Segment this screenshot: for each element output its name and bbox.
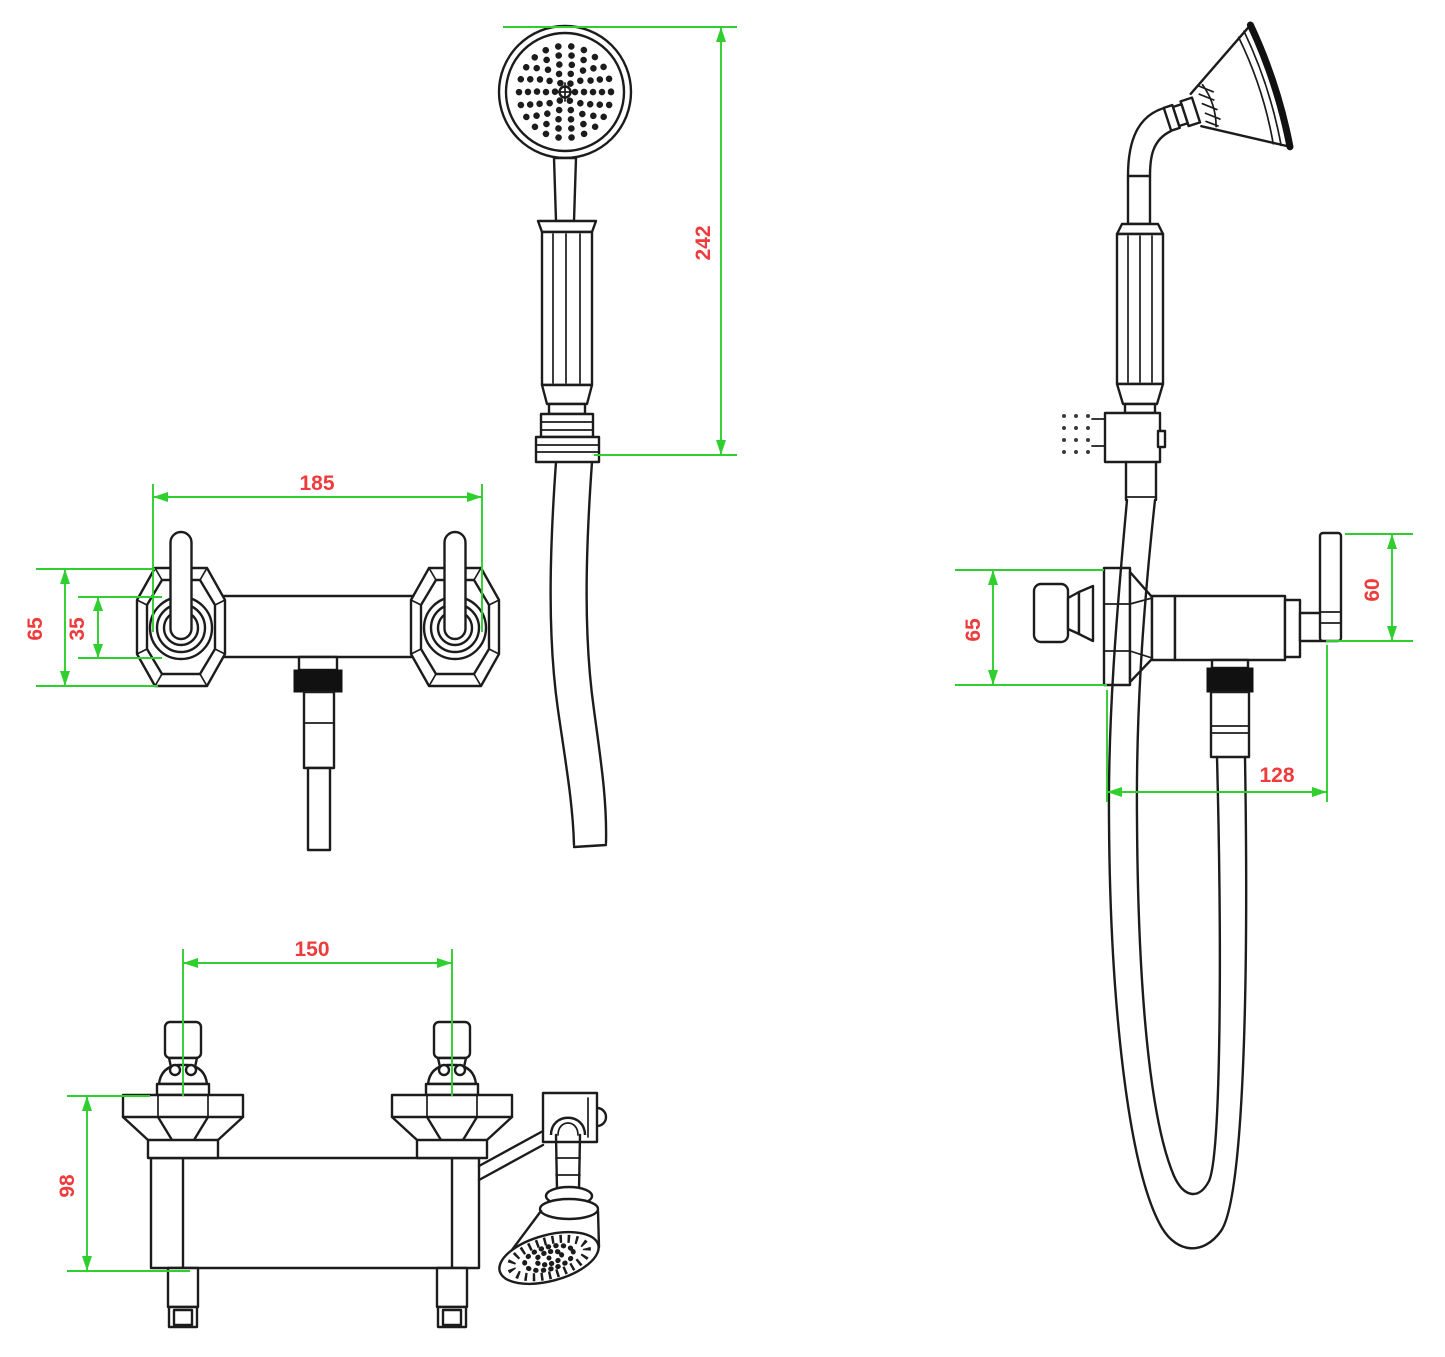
dim-label-60: 60 xyxy=(1361,578,1384,601)
dimension-242: 242 xyxy=(503,26,737,456)
side-view-faucet xyxy=(1032,531,1343,759)
dim-label-65-front: 65 xyxy=(24,617,47,641)
dimension-35-front: 35 xyxy=(66,596,162,659)
dim-label-242: 242 xyxy=(692,225,715,260)
side-view-assembly xyxy=(1032,21,1343,1250)
spray-face-top xyxy=(498,1230,600,1286)
spray-face-dots xyxy=(515,42,615,142)
dim-label-185: 185 xyxy=(299,472,334,495)
dimension-150-top: 150 xyxy=(182,938,453,1096)
inlet-union xyxy=(166,1266,200,1329)
dim-label-35-front: 35 xyxy=(66,617,89,641)
side-view-handshower xyxy=(1062,21,1294,502)
dimension-60-side: 60 xyxy=(1326,533,1413,642)
top-view-faucet xyxy=(121,1020,608,1329)
side-view-hose xyxy=(1107,498,1248,1250)
escutcheon-handle-unit xyxy=(135,530,227,688)
dim-label-150: 150 xyxy=(294,938,329,961)
dimension-65-side: 65 xyxy=(955,569,1107,686)
dimension-128-side: 128 xyxy=(1106,645,1328,802)
dimension-65-front: 65 xyxy=(24,568,158,687)
dim-label-128: 128 xyxy=(1259,764,1294,787)
dim-label-65-side: 65 xyxy=(962,618,985,642)
front-view-handshower xyxy=(497,24,633,849)
wall-dots xyxy=(1062,414,1090,454)
top-view-handshower xyxy=(498,1116,601,1286)
dimension-98-top: 98 xyxy=(56,1095,190,1272)
dimension-185: 185 xyxy=(152,472,483,632)
front-view-faucet xyxy=(135,530,501,852)
dim-label-98: 98 xyxy=(56,1174,79,1198)
